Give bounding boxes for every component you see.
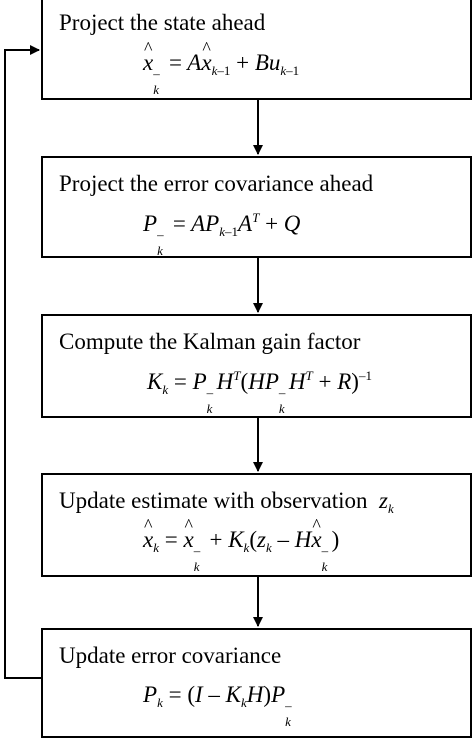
feedback-loop-arrow (4, 45, 41, 679)
step-project-state: Project the state ahead x–k = Axk–1 + Bu… (41, 0, 472, 100)
step-update-covariance: Update error covariance Pk = (I – KkH)P–… (41, 628, 472, 738)
step-title: Update estimate with observation zk (59, 488, 394, 516)
covariance-update-equation: Pk = (I – KkH)P–k (143, 682, 292, 729)
state-prediction-equation: x–k = Axk–1 + Buk–1 (143, 38, 299, 97)
step-project-covariance: Project the error covariance ahead P–k =… (41, 156, 472, 258)
covariance-prediction-equation: P–k = APk–1AT + Q (143, 210, 301, 258)
step-title: Compute the Kalman gain factor (59, 329, 361, 354)
step-title: Project the error covariance ahead (59, 171, 374, 196)
state-update-equation: xk = x–k + Kk(zk – Hx–k) (143, 515, 339, 574)
step-title: Project the state ahead (59, 10, 266, 35)
step-update-estimate: Update estimate with observation zk xk =… (41, 473, 472, 577)
step-title: Update error covariance (59, 643, 282, 668)
